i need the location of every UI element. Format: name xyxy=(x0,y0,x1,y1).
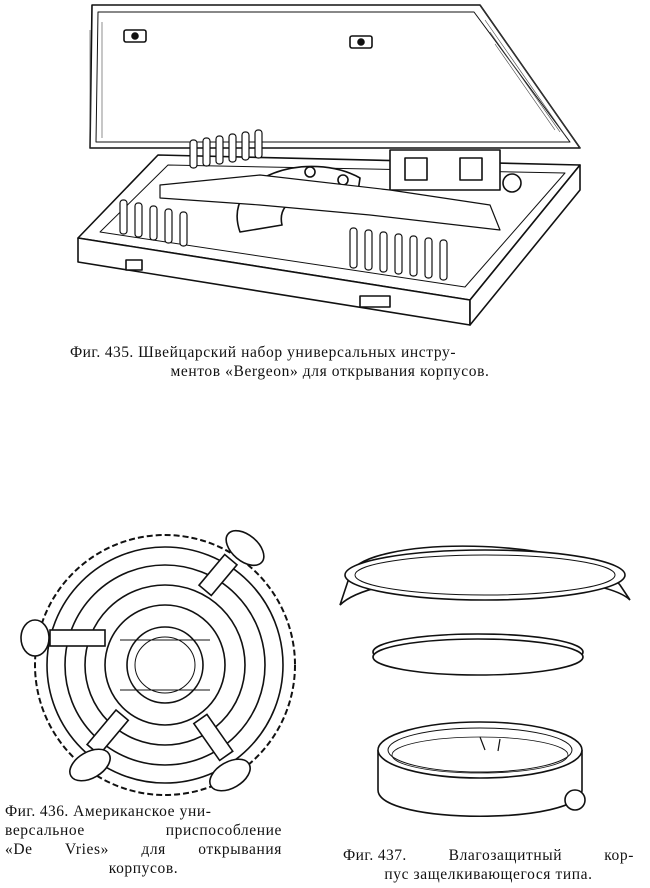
caption-word: Влагозащитный xyxy=(448,847,563,864)
caption-line: версальное приспособление xyxy=(5,821,282,840)
latch-left-icon xyxy=(125,259,143,271)
caption-word: «De xyxy=(5,841,33,858)
thumbscrew-bottom-left-icon xyxy=(69,708,130,782)
caption-label: Фиг. 436. xyxy=(5,803,69,820)
caption-line: пус защелкивающегося типа. xyxy=(343,865,634,884)
pin-row-bottom-left xyxy=(119,199,188,247)
caption-word: версальное xyxy=(5,822,85,839)
pin-row-bottom-right xyxy=(349,227,448,281)
caption-line: Фиг. 436. Американское уни- xyxy=(5,802,282,821)
caption-word: кор- xyxy=(604,847,634,864)
caption-word: для xyxy=(141,841,166,858)
pin-row-top-left xyxy=(189,129,263,169)
caption-text: Американское уни- xyxy=(73,803,212,820)
caption-line: Фиг. 437. Влагозащитный кор- xyxy=(343,846,634,865)
caption-line: ментов «Bergeon» для открывания корпусов… xyxy=(70,362,590,381)
figure-437-illustration xyxy=(320,525,640,845)
clamp-vise-tool-icon xyxy=(389,149,522,193)
caption-text: пус защелкивающегося типа. xyxy=(384,866,593,883)
figure-caption-435: Фиг. 435. Швейцарский набор универсальны… xyxy=(70,343,590,381)
hinge-left-icon xyxy=(123,29,147,43)
lid-hatching-group xyxy=(89,4,581,149)
latch-right-icon xyxy=(359,295,391,308)
caption-text: Швейцарский набор универсальных инстру- xyxy=(138,344,457,361)
caption-word: приспособление xyxy=(165,822,282,839)
caption-word: открывания xyxy=(198,841,282,858)
caption-line: «De Vries» для открывания xyxy=(5,840,282,859)
case-back-icon xyxy=(339,545,631,606)
hinge-right-icon xyxy=(349,35,373,49)
caption-text: корпусов. xyxy=(108,860,179,877)
case-body-icon xyxy=(377,721,586,817)
figure-435-illustration xyxy=(60,0,590,340)
crown-icon xyxy=(564,789,586,811)
thumbscrew-top-icon xyxy=(197,529,265,597)
thumbscrew-left-icon xyxy=(20,619,106,657)
caption-label: Фиг. 435. xyxy=(70,344,134,361)
thumbscrew-bottom-right-icon xyxy=(192,713,251,792)
figure-436-illustration xyxy=(0,510,310,800)
figure-caption-436: Фиг. 436. Американское уни- версальное п… xyxy=(5,802,282,878)
caption-text: ментов «Bergeon» для открывания корпусов… xyxy=(170,363,490,380)
caption-word: Vries» xyxy=(64,841,109,858)
caption-line: Фиг. 435. Швейцарский набор универсальны… xyxy=(70,343,590,362)
figure-caption-437: Фиг. 437. Влагозащитный кор- пус защелки… xyxy=(343,846,634,884)
caption-label: Фиг. 437. xyxy=(343,847,407,864)
crystal-icon xyxy=(372,633,584,676)
caption-line: корпусов. xyxy=(5,859,282,878)
